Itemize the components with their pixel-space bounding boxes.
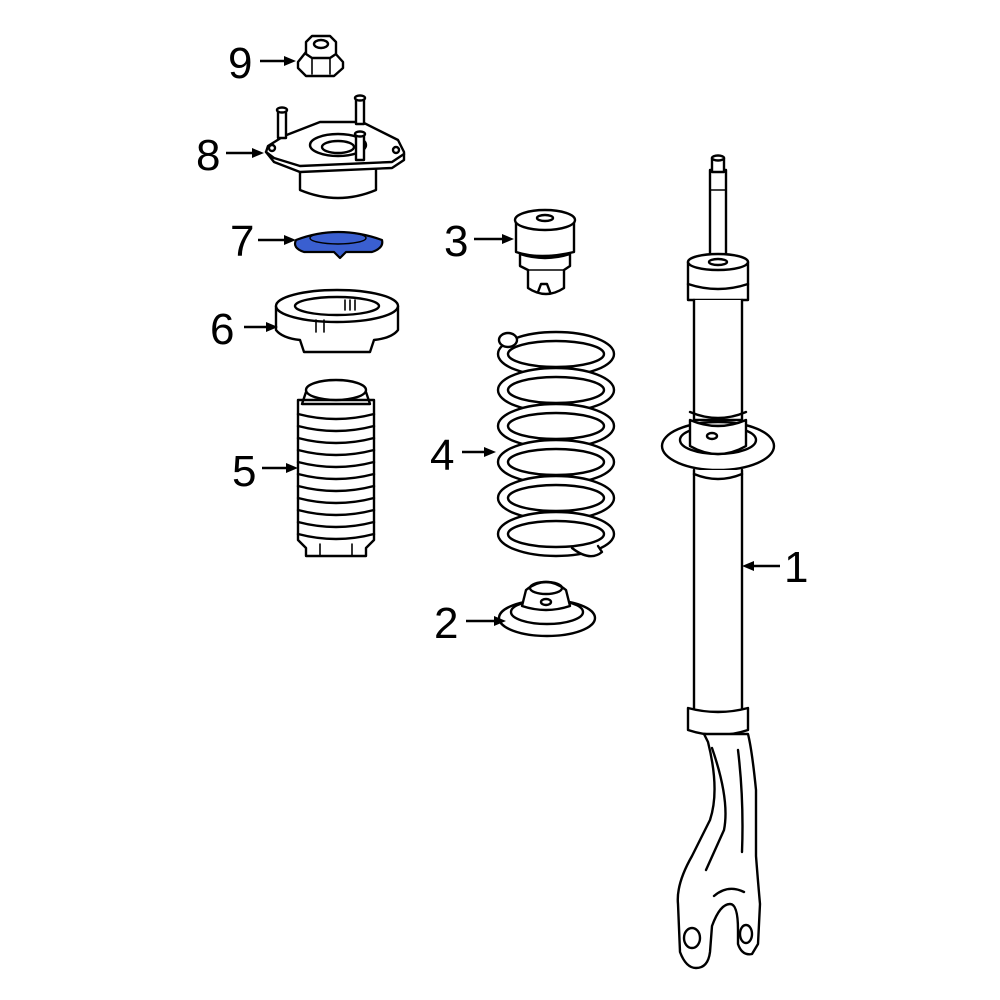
callout-label-6: 6 <box>210 305 234 354</box>
part-9-nut <box>296 34 345 78</box>
callout-label-7: 7 <box>230 217 254 266</box>
callout-label-9: 9 <box>228 39 252 88</box>
part-1-strut-assembly <box>660 154 776 970</box>
part-5-dust-boot <box>296 378 376 558</box>
callout-label-8: 8 <box>196 131 220 180</box>
part-3-bump-stop <box>513 208 577 296</box>
part-4-coil-spring <box>496 330 616 558</box>
callout-arrows <box>226 56 780 626</box>
callout-label-5: 5 <box>232 447 256 496</box>
callout-label-3: 3 <box>444 217 468 266</box>
callout-label-2: 2 <box>434 599 458 648</box>
callout-label-4: 4 <box>430 431 454 480</box>
part-2-lower-spring-seat <box>497 580 597 638</box>
part-6-spring-seat <box>274 288 400 354</box>
callout-label-1: 1 <box>784 543 808 592</box>
part-8-upper-mount <box>264 94 406 200</box>
part-7-insulator-highlighted <box>293 230 384 260</box>
